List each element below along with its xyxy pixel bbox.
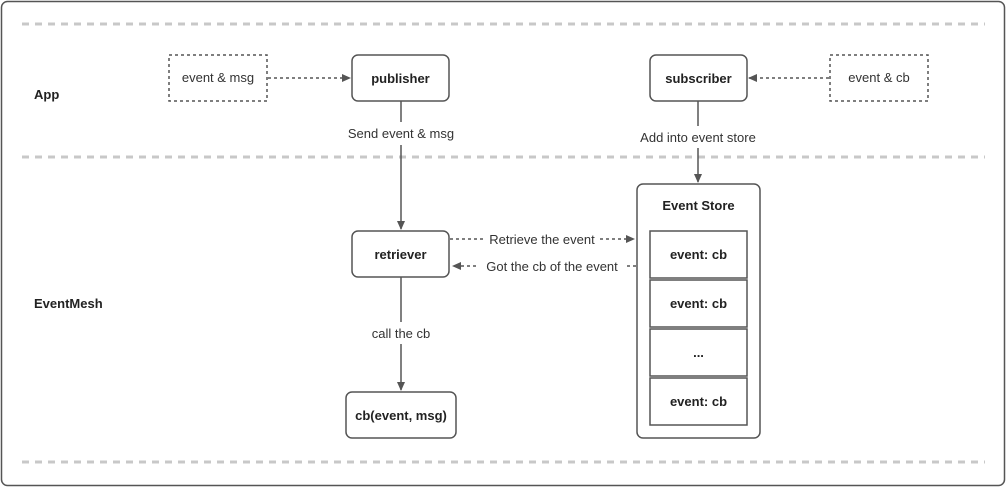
event-store-entry [649, 279, 748, 328]
event-cb-input-node: event & cb [829, 54, 929, 102]
event-store-entry [649, 230, 748, 279]
event-store-title: Event Store [662, 198, 734, 213]
subscriber-label: subscriber [665, 71, 731, 86]
edge-label-got-cb: Got the cb of the event [486, 259, 618, 274]
callback-label: cb(event, msg) [355, 408, 447, 423]
retriever-label: retriever [374, 247, 426, 262]
event-store-entry-label: event: cb [670, 247, 727, 262]
event-store-entry-label: event: cb [670, 296, 727, 311]
publisher-node: publisher [351, 54, 450, 102]
event-store-entry [649, 377, 748, 426]
event-store-entry [649, 328, 748, 377]
edge-label-add-into-store: Add into event store [640, 130, 756, 145]
event-store-entry-label: event: cb [670, 394, 727, 409]
event-cb-input-label: event & cb [848, 70, 909, 85]
lane-label-eventmesh: EventMesh [34, 296, 103, 311]
publisher-label: publisher [371, 71, 430, 86]
lane-label-app: App [34, 87, 59, 102]
edge-label-send-event-msg: Send event & msg [348, 126, 454, 141]
edge-label-retrieve-event: Retrieve the event [489, 232, 595, 247]
event-store-entry-label: ... [693, 345, 704, 360]
retriever-node: retriever [351, 230, 450, 278]
event-store-node: Event Store event: cb event: cb ... even… [636, 183, 761, 439]
event-msg-input-label: event & msg [182, 70, 254, 85]
event-msg-input-node: event & msg [168, 54, 268, 102]
callback-node: cb(event, msg) [345, 391, 457, 439]
edge-label-call-cb: call the cb [372, 326, 431, 341]
subscriber-node: subscriber [649, 54, 748, 102]
